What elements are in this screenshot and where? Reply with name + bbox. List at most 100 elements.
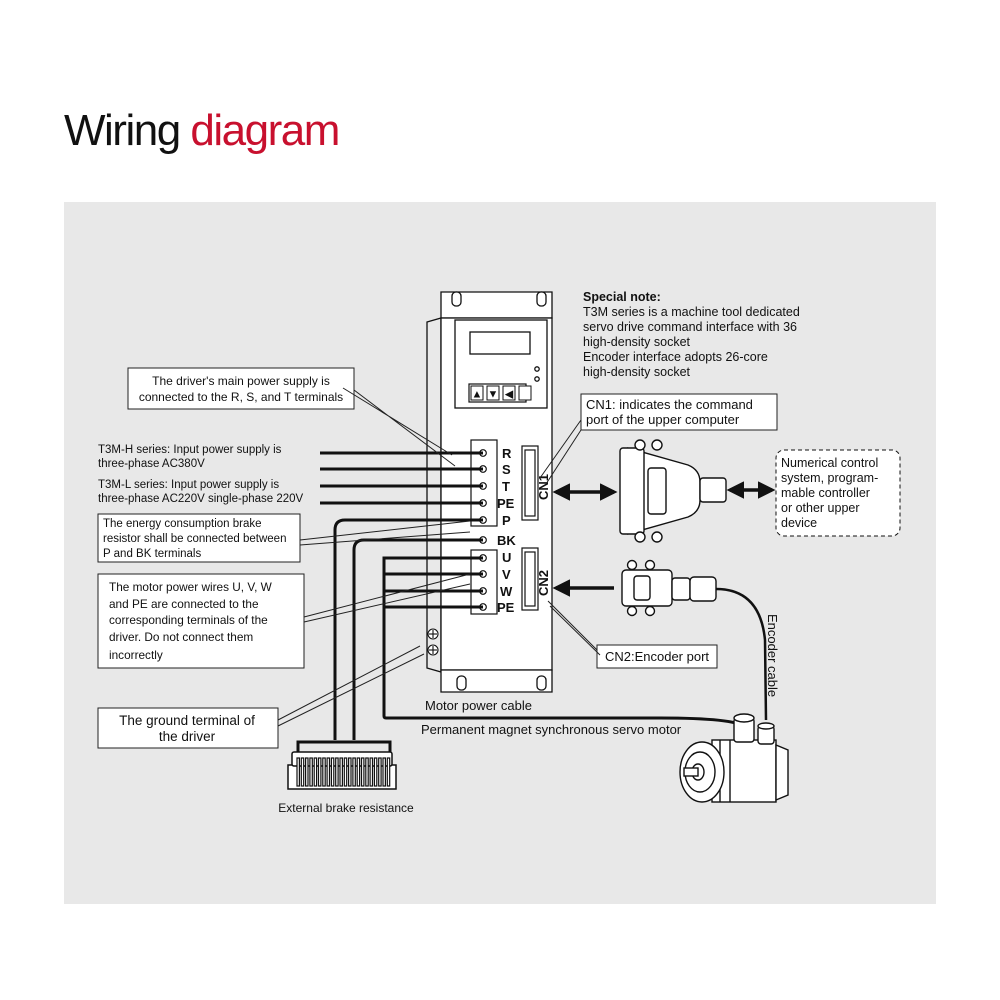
cn2-port-callout xyxy=(596,644,718,669)
terminal-label-r: R xyxy=(502,446,512,461)
cn2-cable-sleeve xyxy=(689,576,717,602)
motor-wires-leader xyxy=(303,573,471,623)
brake-resistor-fin xyxy=(309,757,313,787)
keypad: ▲ ▼ ◀ xyxy=(468,383,532,403)
brake-resistor-fin xyxy=(313,757,318,787)
terminal-label-u: U xyxy=(502,550,511,565)
ground-terminal xyxy=(427,628,439,656)
h-series-text-1: T3M-H series: Input power supply is xyxy=(98,444,282,456)
cn2-label: CN2 xyxy=(536,570,551,596)
brake-resistor-fin xyxy=(378,757,382,787)
key-enter-button xyxy=(518,385,532,401)
brake-resistor-fin xyxy=(348,757,352,787)
drive-side-plate xyxy=(426,317,442,673)
l-series-text-2: three-phase AC220V single-phase 220V xyxy=(98,493,304,505)
ground-text-2: the driver xyxy=(159,729,216,744)
motor-wires-text-4: driver. Do not connect them xyxy=(109,630,253,644)
upper-device-text-4: or other upper xyxy=(781,501,860,515)
brake-resistance-label: External brake resistance xyxy=(278,801,414,815)
brake-callout xyxy=(97,513,301,563)
main-power-callout xyxy=(127,367,355,410)
terminal-label-pe2: PE xyxy=(497,600,515,615)
brake-text-2: resistor shall be connected between xyxy=(103,533,286,545)
cn1-text-2: port of the upper computer xyxy=(586,412,740,427)
cn2-plug-neck xyxy=(671,577,691,601)
status-led-1 xyxy=(534,366,540,372)
brake-resistor-fin xyxy=(386,757,391,787)
upper-device-text-5: device xyxy=(781,516,817,530)
terminal-label-w: W xyxy=(500,584,513,599)
top-mount-slot-left xyxy=(451,291,462,307)
cn1-plug-screw-bottom-b xyxy=(651,531,663,543)
terminal-label-s: S xyxy=(502,462,511,477)
special-note-line-3: high-density socket xyxy=(583,335,691,349)
cn1-plug-screw-bottom xyxy=(634,531,646,543)
brake-resistor-fin xyxy=(365,757,369,787)
brake-resistor-fin xyxy=(300,757,305,787)
brake-resistor-fin xyxy=(356,757,361,787)
cn1-callout xyxy=(580,393,778,431)
motor-power-wires xyxy=(382,556,747,729)
cn1-leader xyxy=(539,419,582,485)
cn1-port-inner xyxy=(524,449,536,517)
brake-resistor-fin xyxy=(369,757,374,787)
brake-resistor-fin xyxy=(343,757,348,787)
brake-resistor-fin xyxy=(373,757,378,787)
cn2-port-inner xyxy=(524,551,536,607)
cn1-plug-screw-top-b xyxy=(651,439,663,451)
brake-text-1: The energy consumption brake xyxy=(103,518,262,530)
bottom-mount-slot-left xyxy=(456,675,467,691)
ground-text-1: The ground terminal of xyxy=(119,713,255,728)
brake-resistor-fin xyxy=(326,757,331,787)
upper-device-text-3: mable controller xyxy=(781,486,870,500)
drive-bottom-bracket xyxy=(440,669,553,693)
page-title: Wiring diagram xyxy=(64,106,340,156)
motor-power-cable-label: Motor power cable xyxy=(425,698,532,713)
brake-resistor-fin xyxy=(339,757,344,787)
special-note-line-5: high-density socket xyxy=(583,365,691,379)
terminal-label-pe: PE xyxy=(497,496,515,511)
cn1-cable-sleeve xyxy=(699,477,727,503)
motor-rear xyxy=(775,743,789,802)
servo-motor xyxy=(679,713,789,803)
brake-resistor-fin xyxy=(330,757,335,787)
brake-resistor-fin xyxy=(317,757,322,787)
motor-wires-text-1: The motor power wires U, V, W xyxy=(109,580,273,594)
brake-resistor-fins xyxy=(296,757,391,787)
cn1-plug xyxy=(619,439,727,543)
wire-p xyxy=(333,518,483,740)
brake-resistor-fin xyxy=(352,757,356,787)
upper-device-text-2: system, program- xyxy=(781,471,878,485)
callout-boxes xyxy=(97,367,901,749)
terminal-label-p: P xyxy=(502,513,511,528)
key-left-icon: ◀ xyxy=(505,389,514,401)
top-mount-slot-right xyxy=(536,291,547,307)
terminal-label-v: V xyxy=(502,567,511,582)
brake-leader xyxy=(299,520,471,546)
cn2-plug-face xyxy=(633,575,651,601)
cn1-label: CN1 xyxy=(536,474,551,500)
brake-resistor-fin xyxy=(296,757,301,787)
motor-encoder-socket-top xyxy=(757,722,775,730)
cn1-text-1: CN1: indicates the command xyxy=(586,397,753,412)
upper-device-callout xyxy=(775,449,901,537)
title-part-1: Wiring xyxy=(64,106,181,155)
wire-u xyxy=(382,556,660,720)
motor-shaft xyxy=(683,767,699,777)
brake-resistor-fin xyxy=(382,757,387,787)
brake-resistor-fin xyxy=(335,757,339,787)
special-note-heading: Special note: xyxy=(583,290,661,304)
cn2-plug-screw-top-b xyxy=(644,559,656,571)
drive-ports xyxy=(521,445,539,611)
terminal-labels: R S T PE P BK U V W PE xyxy=(497,446,516,615)
main-power-text-1: The driver's main power supply is xyxy=(152,374,330,388)
key-left-button xyxy=(502,385,516,401)
h-series-text-2: three-phase AC380V xyxy=(98,458,205,470)
motor-wires-callout xyxy=(97,573,305,669)
cn2-leader xyxy=(547,600,601,656)
motor-power-socket-top xyxy=(733,713,755,723)
terminal-label-bk: BK xyxy=(497,533,516,548)
key-down-button xyxy=(486,385,500,401)
brake-text-3: P and BK terminals xyxy=(103,548,201,560)
